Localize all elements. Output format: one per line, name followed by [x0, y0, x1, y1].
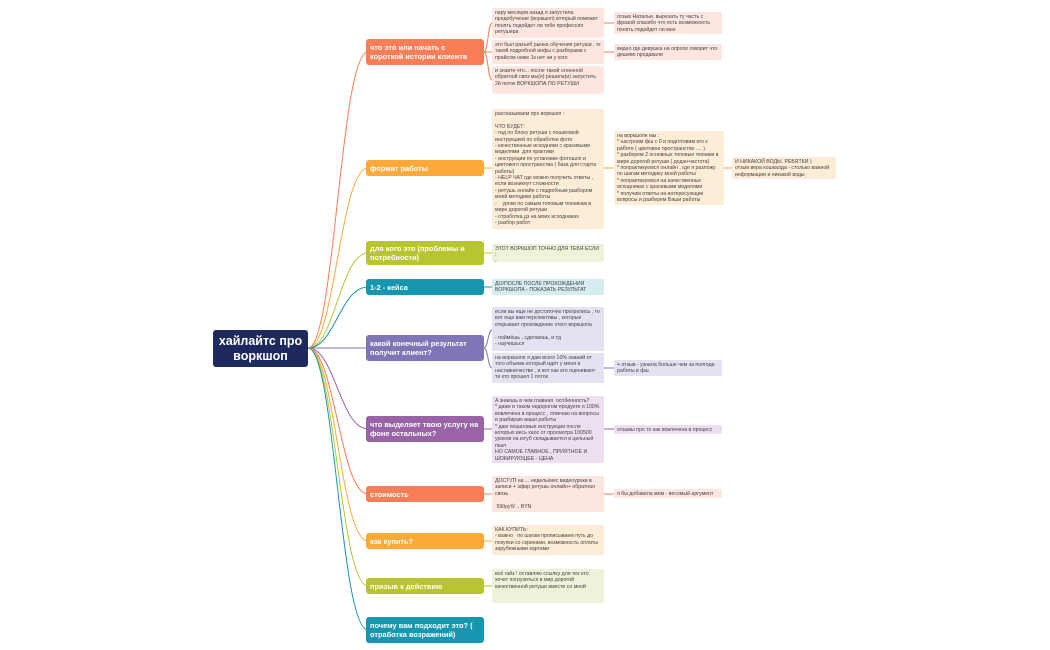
leaf-cases[interactable]: ДО/ПОСЛЕ ПОСЛЕ ПРОХОЖДЕНИЯ ВОРКШОПА - ПО… — [492, 279, 604, 295]
leaf-buy[interactable]: КАК КУПИТЬ: - важно по шагам прописываем… — [492, 525, 604, 555]
leaf-unique[interactable]: А знаешь в чем главная особенность? * да… — [492, 396, 604, 463]
branch-label: какой конечный результат получит клиент? — [370, 339, 467, 357]
branch-label: как купить? — [370, 536, 414, 546]
branch-unique[interactable]: что выделяет твою услугу на фоне остальн… — [366, 416, 484, 442]
leaf-result-2-note[interactable]: + отзыв - узнала больше чем за полгода р… — [614, 360, 722, 376]
leaf-story-1-note[interactable]: отзыв Натальи. вырезать ту часть с фразо… — [614, 12, 722, 34]
leaf-format-mid[interactable]: на воркшопе мы : * настроим фш с 0 и под… — [614, 131, 724, 205]
root-node[interactable]: хайлайтс про воркшоп — [213, 330, 308, 367]
branch-label: стоимость — [370, 489, 409, 499]
leaf-audience[interactable]: ЭТОТ ВОРКШОП ТОЧНО ДЛЯ ТЕБЯ ЕСЛИ : - — [492, 244, 604, 262]
branch-objections[interactable]: почему вам подходит это? ( отработка воз… — [366, 617, 484, 643]
branch-label: 1-2 - кейса — [370, 282, 408, 292]
branch-buy[interactable]: как купить? — [366, 533, 484, 549]
leaf-price[interactable]: ДОСТУП на ... недель/мес видеоуроки в за… — [492, 476, 604, 512]
leaf-story-1[interactable]: пару месяцев назад я запустила предобуче… — [492, 8, 604, 38]
branch-label: призыв к действию — [370, 581, 443, 591]
leaf-story-3[interactable]: и знаете что... после такой огненной обр… — [492, 66, 604, 94]
branch-label: для кого это (проблемы и потребности) — [370, 244, 465, 262]
root-label: хайлайтс про воркшоп — [218, 333, 303, 363]
branch-audience[interactable]: для кого это (проблемы и потребности) — [366, 241, 484, 265]
branch-result[interactable]: какой конечный результат получит клиент? — [366, 335, 484, 361]
branch-label: что это или начать с короткой истории кл… — [370, 43, 467, 61]
leaf-cta[interactable]: всё гайз ! оставляю ссылку для тех кто х… — [492, 569, 604, 603]
leaf-story-2[interactable]: это был разъеб рынка обучения ретуши , т… — [492, 40, 604, 64]
branch-label: что выделяет твою услугу на фоне остальн… — [370, 420, 479, 438]
leaf-result-1[interactable]: если вы еще не достаточно прогрелись , т… — [492, 307, 604, 351]
branch-cta[interactable]: призыв к действию — [366, 578, 484, 594]
branch-format[interactable]: формат работы — [366, 160, 484, 176]
leaf-unique-note[interactable]: отзывы про то как вовлечена в процесс — [614, 425, 722, 434]
branch-label: почему вам подходит это? ( отработка воз… — [370, 621, 473, 639]
branch-cases[interactable]: 1-2 - кейса — [366, 279, 484, 295]
branch-price[interactable]: стоимость — [366, 486, 484, 502]
leaf-format-note[interactable]: И НИКАКОЙ ВОДЫ. РЕБЯТКИ ) отзыв вера кош… — [732, 157, 836, 179]
leaf-format-main[interactable]: рассказываем про воркшоп : ЧТО БУДЕТ: - … — [492, 109, 604, 229]
branch-label: формат работы — [370, 163, 428, 173]
leaf-price-note[interactable]: я бы добавила мем - весомый аргумент — [614, 489, 722, 498]
leaf-story-2-note[interactable]: видео где девушка на опросе говорит что … — [614, 44, 722, 60]
branch-story[interactable]: что это или начать с короткой истории кл… — [366, 39, 484, 65]
leaf-result-2[interactable]: на воркшопе я дам всего 10% знаний от то… — [492, 353, 604, 383]
